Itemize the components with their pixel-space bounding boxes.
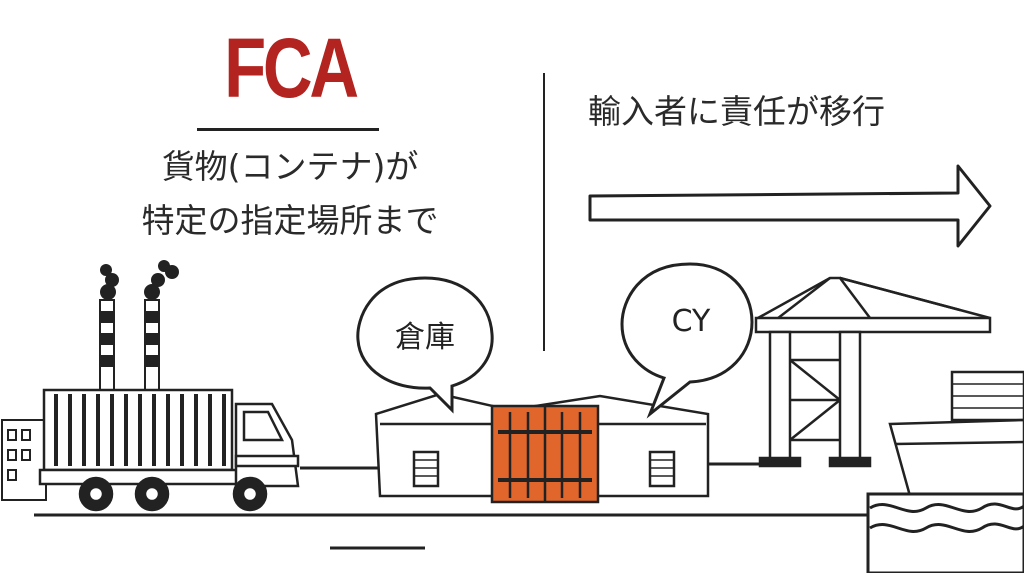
speech-bubble-cy [620,262,754,419]
description-line-1: 貨物(コンテナ)が [161,147,419,186]
description: 貨物(コンテナ)が 特定の指定場所まで [60,140,520,248]
sea-waves [866,492,1024,573]
vertical-divider [543,73,545,351]
page-title: FCA [224,21,359,115]
speech-bubble-warehouse [356,276,494,414]
responsibility-text: 輸入者に責任が移行 [588,92,885,131]
container-icon [490,404,600,504]
gantry-crane-icon [754,276,992,468]
factory-icon [1,260,179,501]
bubble-label-warehouse: 倉庫 [395,320,455,355]
bubble-label-cy: CY [671,304,711,339]
description-line-2: 特定の指定場所まで [141,201,439,240]
cargo-ship-icon [888,370,1024,498]
truck-icon [38,388,300,512]
arrow-right-icon [588,164,992,248]
title-underline [197,128,379,131]
